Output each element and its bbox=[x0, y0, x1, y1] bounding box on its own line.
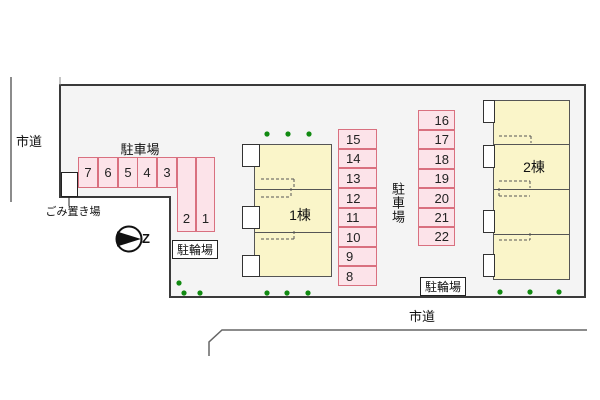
building-1-entrance bbox=[242, 206, 260, 229]
parking-space-10: 10 bbox=[338, 227, 377, 247]
west-road-label: 市道 bbox=[16, 134, 43, 149]
garbage-label: ごみ置き場 bbox=[45, 206, 101, 218]
south-road-line bbox=[208, 329, 587, 356]
parking-space-18: 18 bbox=[418, 149, 455, 169]
parking-space-8: 8 bbox=[338, 266, 377, 286]
parking-space-15: 15 bbox=[338, 129, 377, 149]
parking-space-19: 19 bbox=[418, 169, 455, 188]
parking-space-16: 16 bbox=[418, 110, 455, 130]
parking-space-2: 2 bbox=[177, 157, 196, 232]
garbage-box bbox=[61, 172, 78, 197]
building-1-entrance bbox=[242, 255, 260, 277]
building-2-entrance bbox=[483, 254, 495, 277]
building-2-entrance bbox=[483, 145, 495, 168]
parking-space-20: 20 bbox=[418, 188, 455, 208]
building-2 bbox=[493, 100, 570, 280]
compass-letter: Z bbox=[142, 231, 150, 246]
building-1-label: 1棟 bbox=[289, 207, 311, 223]
bicycle-parking-west: 駐輪場 bbox=[172, 240, 218, 259]
parking-west-label: 駐車場 bbox=[120, 142, 160, 157]
parking-space-17: 17 bbox=[418, 130, 455, 149]
building-1-unit-divider bbox=[255, 232, 331, 233]
parking-space-11: 11 bbox=[338, 208, 377, 227]
parking-space-9: 9 bbox=[338, 247, 377, 266]
parking-space-3: 3 bbox=[157, 157, 177, 188]
parking-space-5: 5 bbox=[118, 157, 138, 188]
building-1 bbox=[254, 144, 332, 277]
parking-center-label: 駐車場 bbox=[390, 182, 405, 224]
parking-space-7: 7 bbox=[78, 157, 98, 188]
bicycle-parking-east: 駐輪場 bbox=[420, 277, 466, 296]
building-2-label: 2棟 bbox=[523, 159, 545, 175]
building-2-unit-divider bbox=[494, 234, 569, 235]
building-2-entrance bbox=[483, 210, 495, 233]
parking-space-21: 21 bbox=[418, 208, 455, 227]
building-1-unit-divider bbox=[255, 189, 331, 190]
parking-space-4: 4 bbox=[137, 157, 157, 188]
parking-space-14: 14 bbox=[338, 149, 377, 168]
building-1-entrance bbox=[242, 144, 260, 167]
building-2-entrance bbox=[483, 100, 495, 123]
building-2-unit-divider bbox=[494, 189, 569, 190]
parking-space-1: 1 bbox=[196, 157, 215, 232]
building-2-unit-divider bbox=[494, 144, 569, 145]
south-road-label: 市道 bbox=[408, 309, 435, 324]
parking-space-22: 22 bbox=[418, 227, 455, 246]
parking-space-13: 13 bbox=[338, 168, 377, 188]
parking-space-12: 12 bbox=[338, 188, 377, 208]
parking-space-6: 6 bbox=[98, 157, 118, 188]
